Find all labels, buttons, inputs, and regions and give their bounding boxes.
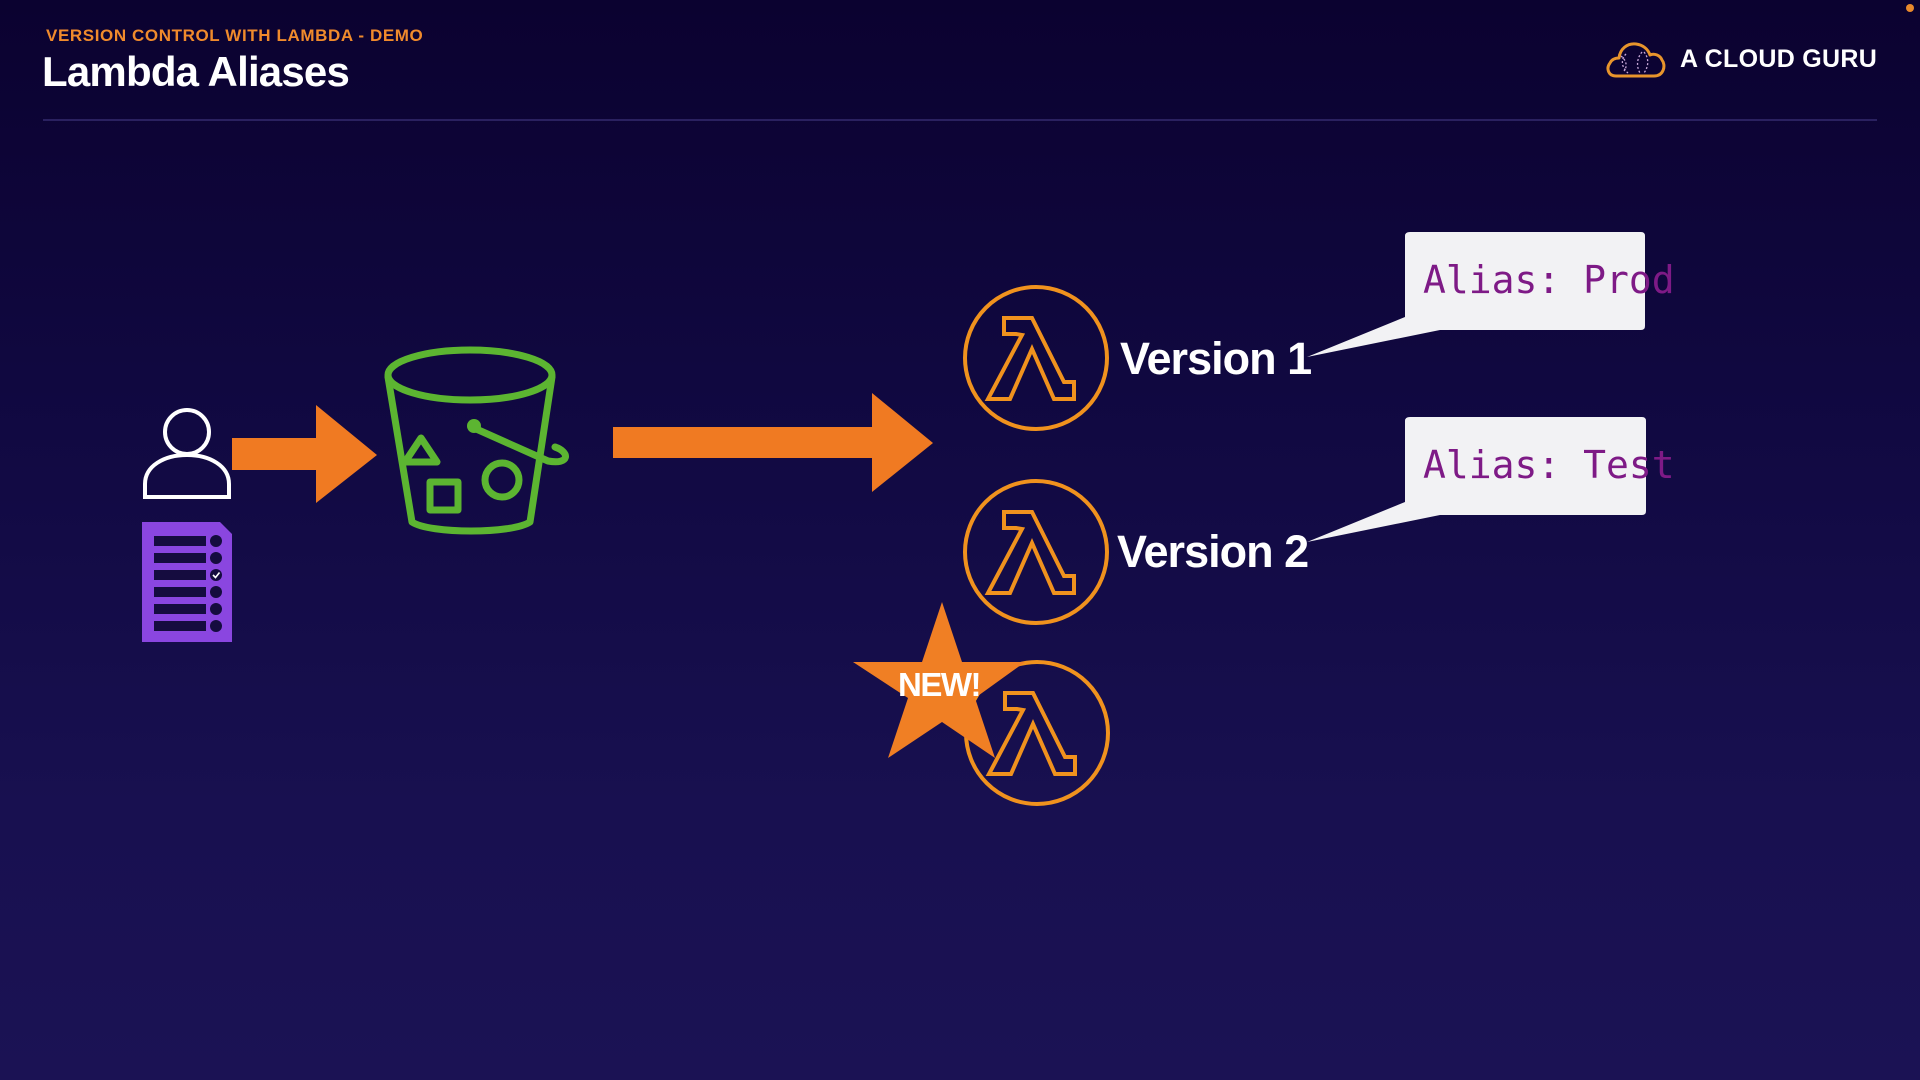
version-1-label: Version 1	[1120, 333, 1312, 384]
s3-bucket-icon	[384, 346, 569, 535]
arrow-user-to-bucket	[232, 405, 377, 503]
cloud-logo-icon	[1606, 42, 1666, 78]
arrow-bucket-to-lambda	[613, 393, 933, 492]
corner-indicator-dot	[1906, 4, 1914, 12]
bucket-handle-knob	[467, 419, 481, 433]
alias-test-label: Alias: Test	[1423, 443, 1675, 487]
new-star-icon	[853, 602, 1025, 758]
new-badge-label: NEW!	[898, 666, 981, 703]
alias-test-bubble	[1307, 417, 1646, 542]
slide-subtitle: VERSION CONTROL WITH LAMBDA - DEMO	[46, 26, 424, 45]
version-2-label: Version 2	[1117, 526, 1309, 577]
lambda-icon	[963, 285, 1109, 431]
checklist-document-icon	[142, 522, 232, 642]
brand-name: A CLOUD GURU	[1680, 45, 1878, 73]
alias-prod-label: Alias: Prod	[1423, 258, 1675, 302]
slide-title: Lambda Aliases	[42, 48, 350, 95]
alias-prod-bubble	[1307, 232, 1645, 357]
user-icon	[143, 408, 231, 499]
lambda-icon	[963, 479, 1109, 625]
header-divider	[43, 119, 1877, 121]
